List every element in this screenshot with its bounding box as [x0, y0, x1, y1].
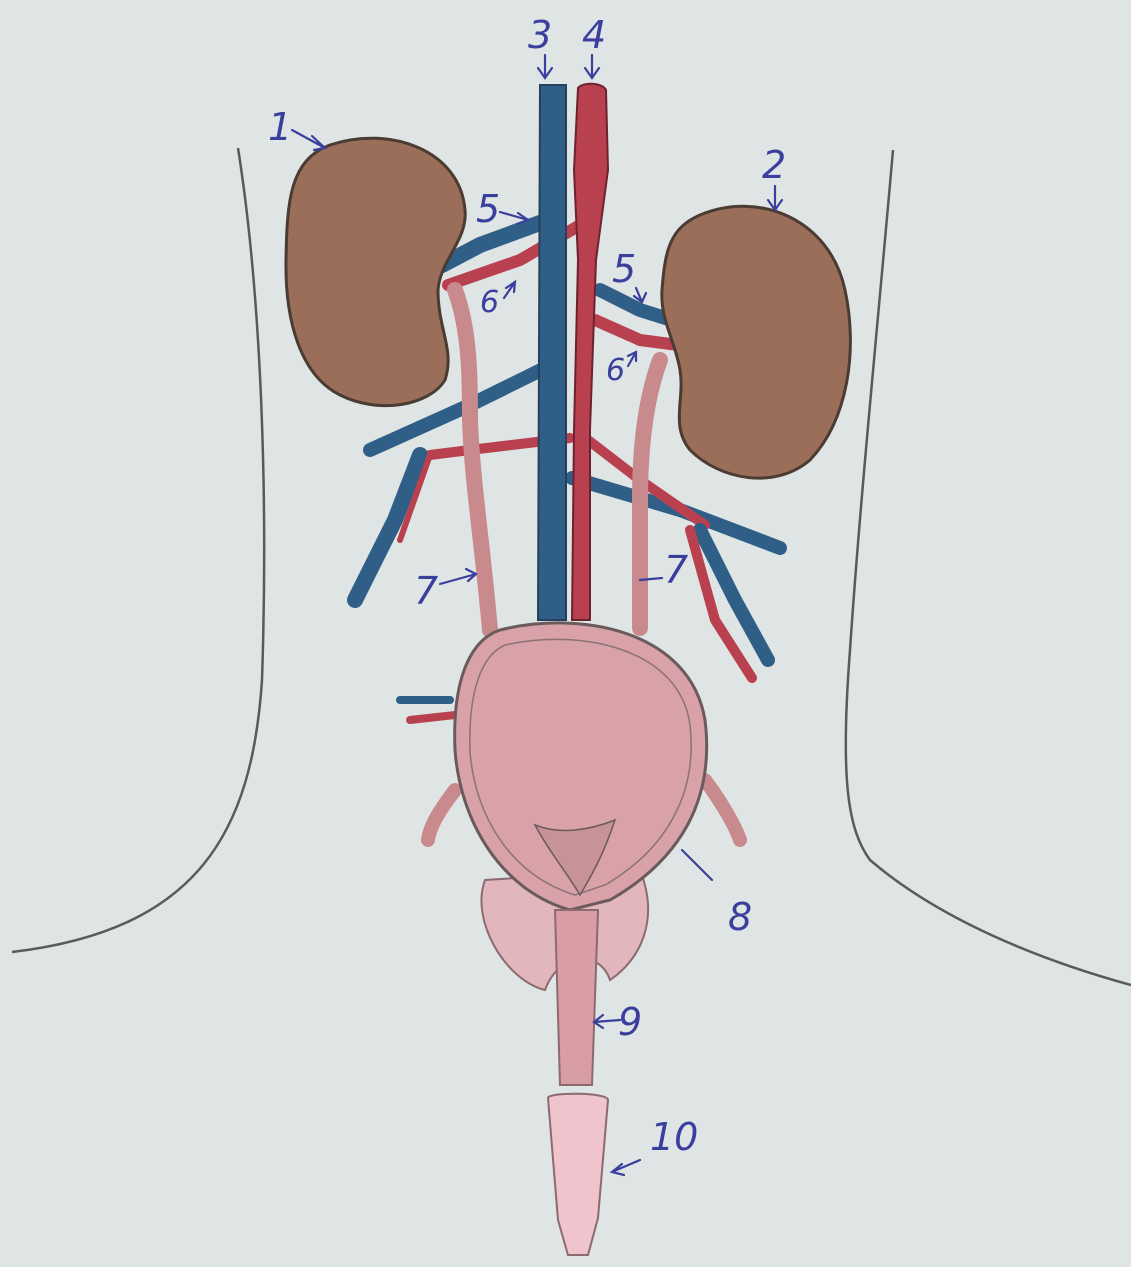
label-6-right-text: 6 [606, 353, 625, 388]
label-1-text: 1 [268, 105, 292, 149]
label-2-text: 2 [762, 143, 786, 187]
label-8-text: 8 [728, 895, 752, 939]
label-10-text: 10 [650, 1115, 698, 1159]
label-6-left-text: 6 [480, 285, 499, 320]
urethra [555, 910, 598, 1085]
kidney-right [662, 206, 851, 478]
label-3-text: 3 [528, 13, 552, 57]
vena-cava [538, 85, 566, 620]
label-9-text: 9 [618, 1000, 642, 1044]
label-5-right-text: 5 [612, 247, 636, 291]
label-5-left-text: 5 [476, 187, 500, 231]
label-7-right-text: 7 [664, 548, 688, 592]
label-7-left-text: 7 [414, 569, 438, 613]
label-4-text: 4 [582, 13, 606, 57]
kidney-left [286, 138, 465, 405]
